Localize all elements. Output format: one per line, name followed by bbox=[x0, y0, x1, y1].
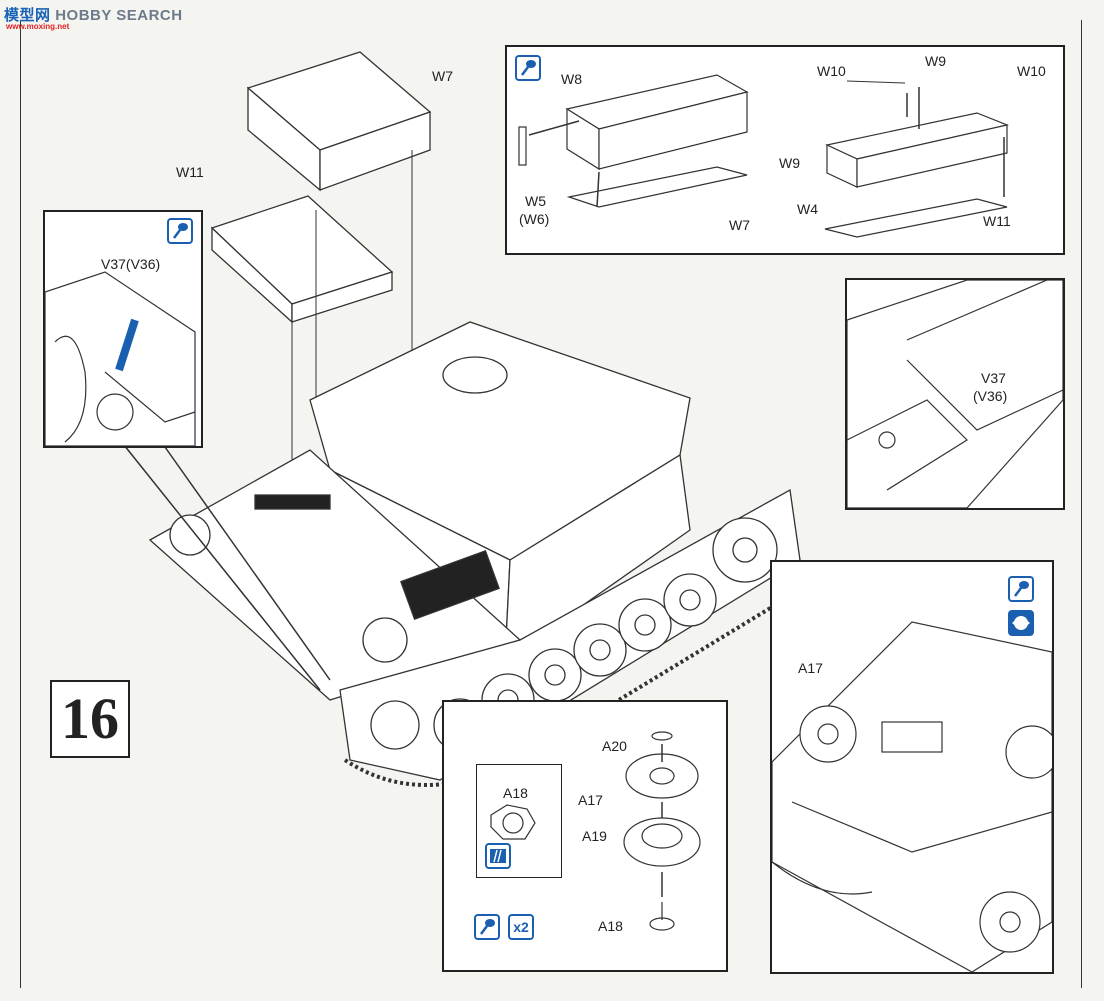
glue-brush-icon bbox=[1008, 576, 1034, 602]
label-w6: (W6) bbox=[519, 211, 550, 227]
detail-panel-left-lever: V37(V36) bbox=[43, 210, 203, 448]
step-number: 16 bbox=[50, 680, 130, 758]
label-w8: W8 bbox=[561, 71, 582, 87]
hub-drawing bbox=[490, 804, 536, 840]
label-a17-rear: A17 bbox=[798, 660, 823, 676]
glue-brush-icon bbox=[474, 914, 500, 940]
right-lever-detail-drawing bbox=[847, 280, 1063, 508]
label-w10-left: W10 bbox=[817, 63, 846, 79]
glue-brush-icon bbox=[167, 218, 193, 244]
page-frame bbox=[20, 20, 1082, 988]
label-w4: W4 bbox=[797, 201, 818, 217]
label-w10-right: W10 bbox=[1017, 63, 1046, 79]
label-w11-main: W11 bbox=[176, 164, 204, 180]
label-w9-top: W9 bbox=[925, 53, 946, 69]
w7-box-part bbox=[246, 51, 432, 192]
paint-stripes-icon bbox=[485, 843, 511, 869]
label-a17: A17 bbox=[578, 792, 603, 808]
repeat-x2-badge: x2 bbox=[508, 914, 534, 940]
boxes-detail-drawing bbox=[518, 74, 1010, 238]
label-a19: A19 bbox=[582, 828, 607, 844]
label-w7-main: W7 bbox=[432, 68, 453, 84]
label-a18: A18 bbox=[598, 918, 623, 934]
label-v37-v36: V37(V36) bbox=[101, 256, 161, 272]
watermark-url: www.moxing.net bbox=[6, 22, 70, 31]
rear-deck-detail-drawing bbox=[772, 621, 1052, 972]
label-w9-left: W9 bbox=[779, 155, 800, 171]
label-w7: W7 bbox=[729, 217, 750, 233]
label-w5: W5 bbox=[525, 193, 546, 209]
watermark: 模型网 HOBBY SEARCH bbox=[4, 7, 183, 24]
detail-panel-hub: A18 bbox=[476, 764, 562, 878]
rotate-view-icon bbox=[1008, 610, 1034, 636]
label-a20: A20 bbox=[602, 738, 627, 754]
label-w11: W11 bbox=[983, 213, 1011, 229]
label-a18-hub: A18 bbox=[503, 785, 528, 801]
detail-panel-rear-deck: A17 bbox=[770, 560, 1054, 974]
lever-detail-drawing bbox=[45, 271, 196, 446]
w11-box-part bbox=[210, 195, 394, 324]
detail-panel-right-lever: V37 (V36) bbox=[845, 278, 1065, 510]
label-v37: V37 bbox=[981, 370, 1006, 386]
label-v36: (V36) bbox=[973, 388, 1008, 404]
detail-panel-boxes: W8 W5 (W6) W7 W10 W9 W10 W9 W4 W11 bbox=[505, 45, 1065, 255]
wheel-exploded-drawing bbox=[623, 731, 701, 931]
glue-brush-icon bbox=[515, 55, 541, 81]
